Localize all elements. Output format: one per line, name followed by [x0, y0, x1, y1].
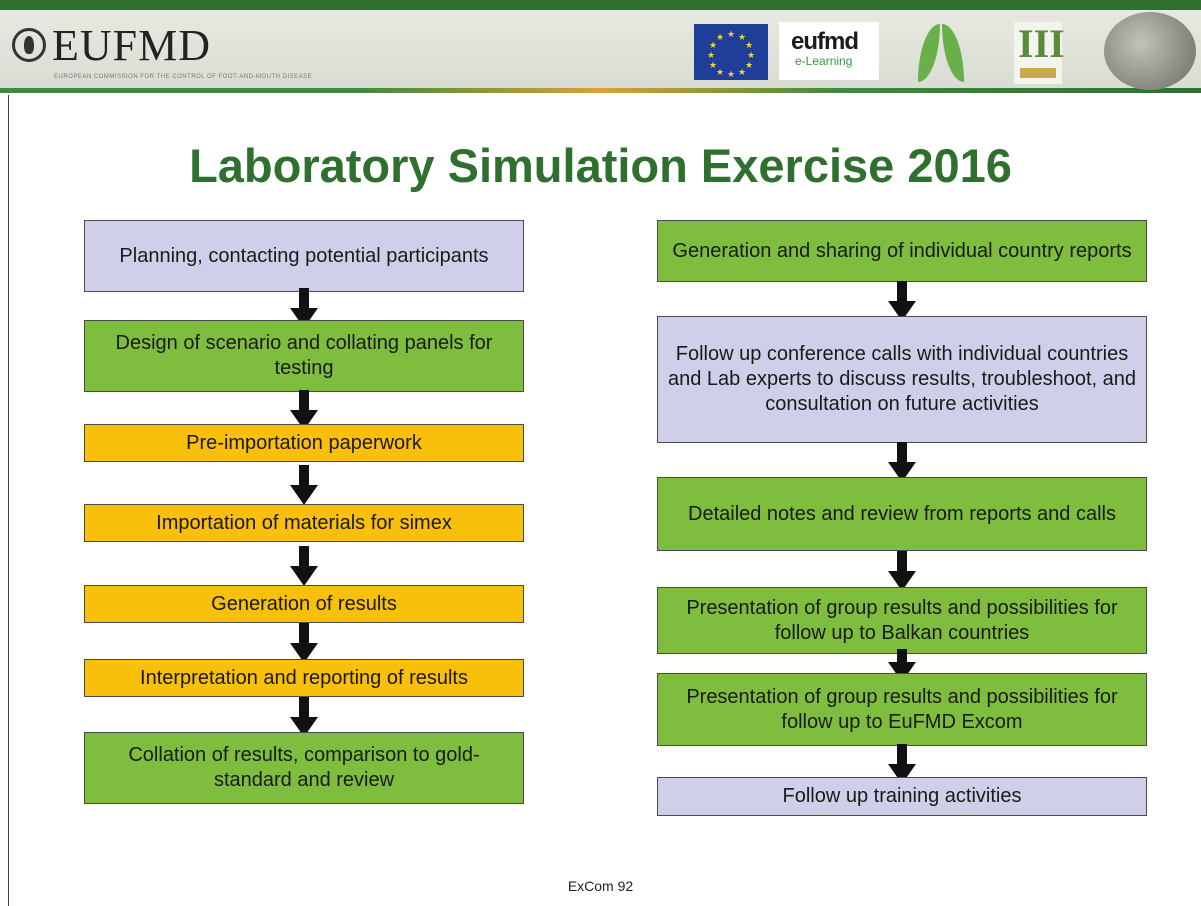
flow-right-step-5: Presentation of group results and possib…	[657, 673, 1147, 746]
flow-left-step-7-label: Collation of results, comparison to gold…	[128, 744, 480, 791]
flow-right-step-1-label: Generation and sharing of individual cou…	[672, 239, 1132, 262]
flow-right-step-4: Presentation of group results and possib…	[657, 587, 1147, 654]
eu-flag-icon: ★ ★ ★ ★ ★ ★ ★ ★ ★ ★ ★ ★	[694, 24, 768, 80]
flow-left-arrow-down-icon	[290, 465, 318, 505]
elearning-logo: eufmd e-Learning	[779, 22, 879, 80]
flow-left-step-7: Collation of results, comparison to gold…	[84, 732, 524, 804]
flow-left-step-2-label: Design of scenario and collating panels …	[115, 332, 493, 379]
flow-left-step-1: Planning, contacting potential participa…	[84, 220, 524, 292]
flow-left-step-5-label: Generation of results	[211, 592, 397, 615]
flow-left-arrow-down-icon	[290, 696, 318, 737]
flow-right-step-2: Follow up conference calls with individu…	[657, 316, 1147, 443]
flow-right-step-5-label: Presentation of group results and possib…	[686, 685, 1118, 733]
banner-top-line	[0, 0, 1201, 10]
flow-right-arrow-down-icon	[888, 281, 916, 321]
logo-subtext: EUROPEAN COMMISSION FOR THE CONTROL OF F…	[54, 74, 313, 80]
logo-text: EUFMD	[52, 21, 212, 70]
flow-left-step-6: Interpretation and reporting of results	[84, 659, 524, 697]
flow-left-arrow-down-icon	[290, 545, 318, 586]
flow-left-step-5: Generation of results	[84, 585, 524, 623]
fao-emblem-icon	[12, 28, 46, 62]
flow-left-arrow-down-icon	[290, 623, 318, 663]
flow-right-step-3: Detailed notes and review from reports a…	[657, 477, 1147, 551]
elearning-logo-sub: e-Learning	[795, 54, 853, 68]
flow-right-step-6: Follow up training activities	[657, 777, 1147, 816]
flow-left-step-3: Pre-importation paperwork	[84, 424, 524, 462]
coin-emblem-icon	[1104, 12, 1196, 90]
partner-logo-bar	[1020, 68, 1056, 78]
flow-left-step-6-label: Interpretation and reporting of results	[140, 666, 468, 689]
leaf-logo-left-icon	[918, 24, 940, 82]
partner-logo: III	[1014, 21, 1065, 84]
slide-footer: ExCom 92	[567, 878, 634, 894]
flow-right-arrow-down-icon	[888, 551, 916, 591]
flow-right-step-2-label: Follow up conference calls with individu…	[667, 343, 1137, 415]
slide-title: Laboratory Simulation Exercise 2016	[189, 139, 1012, 192]
flow-left-step-1-label: Planning, contacting potential participa…	[119, 244, 489, 267]
flow-right-step-3-label: Detailed notes and review from reports a…	[688, 502, 1116, 525]
leaf-logo-right-icon	[942, 24, 964, 82]
flow-right-step-1: Generation and sharing of individual cou…	[657, 220, 1147, 282]
flow-left-step-4-label: Importation of materials for simex	[156, 511, 452, 534]
flow-left-step-2: Design of scenario and collating panels …	[84, 320, 524, 392]
slide-left-border	[8, 95, 9, 906]
elearning-logo-main: eufmd	[791, 28, 859, 55]
flow-right-arrow-down-icon	[888, 442, 916, 482]
flow-left-step-4: Importation of materials for simex	[84, 504, 524, 542]
banner-bottom-stripe	[0, 88, 1201, 93]
flow-right-step-6-label: Follow up training activities	[782, 785, 1022, 807]
partner-logo-numeral: III	[1018, 21, 1065, 66]
flow-left-step-3-label: Pre-importation paperwork	[186, 431, 422, 454]
flow-right-step-4-label: Presentation of group results and possib…	[686, 596, 1118, 644]
header-banner: EUFMD EUROPEAN COMMISSION FOR THE CONTRO…	[0, 0, 1201, 93]
